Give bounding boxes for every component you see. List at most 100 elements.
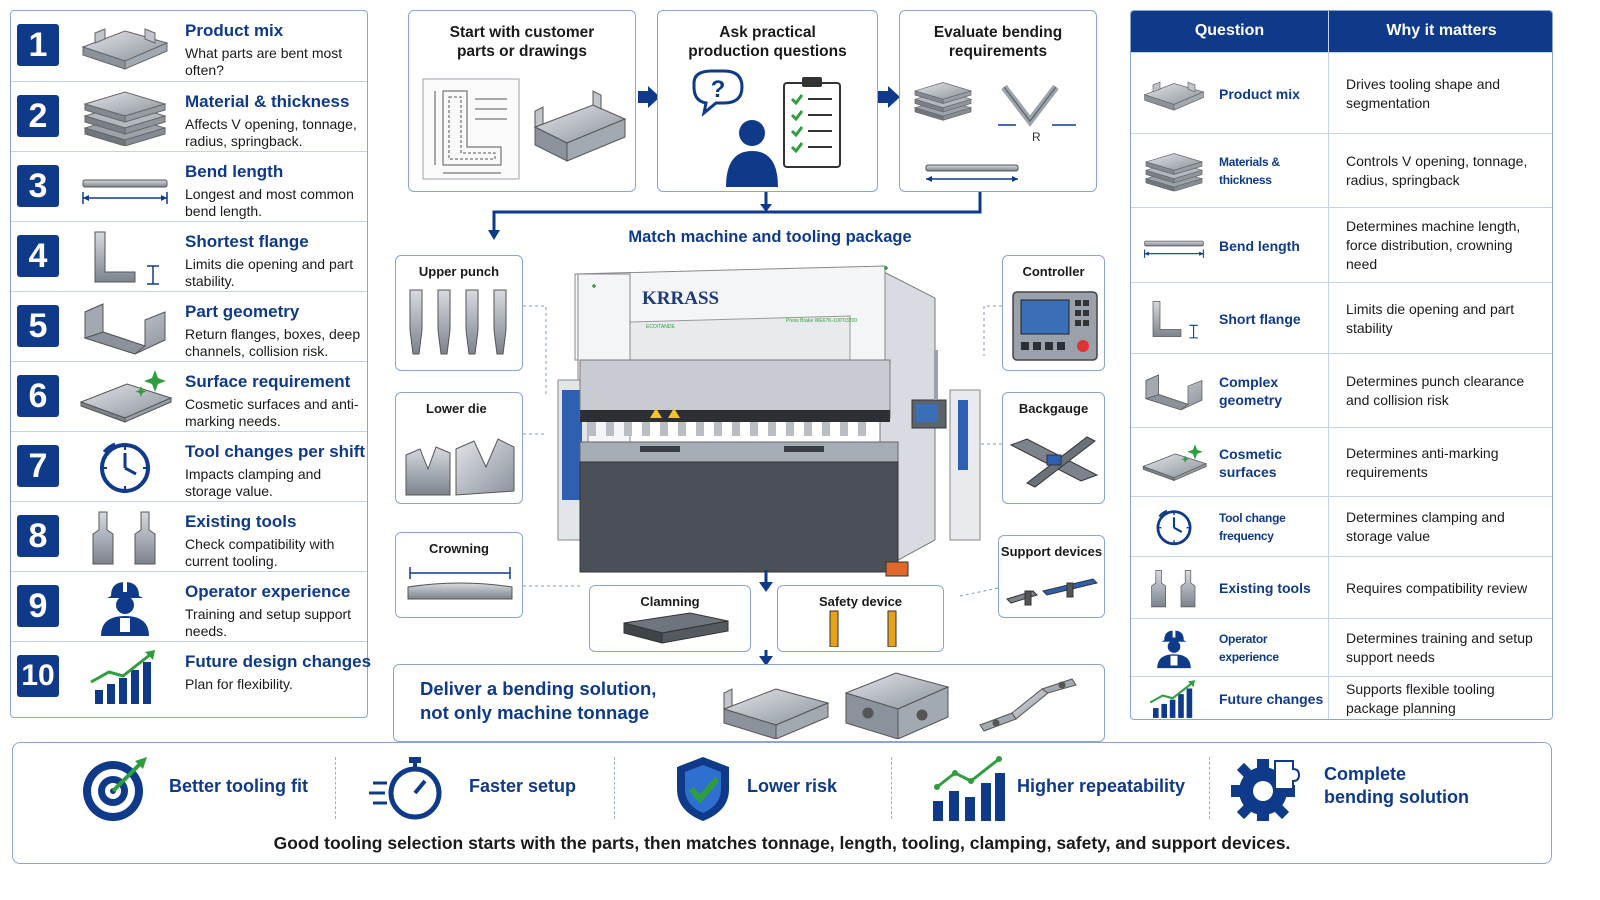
question-description: What parts are bent most often?	[185, 45, 343, 78]
question-description: Check compatibility with current tooling…	[185, 536, 335, 569]
table-row-why: Drives tooling shape and segmentation	[1346, 76, 1501, 111]
question-title: Surface requirement	[185, 372, 351, 391]
question-description: Cosmetic surfaces and anti-marking needs…	[185, 396, 359, 429]
table-row-question: Future changes	[1219, 691, 1324, 707]
clock-icon	[100, 442, 150, 493]
controller-icon	[1012, 291, 1098, 361]
table-row-question: Complex geometry	[1219, 374, 1283, 408]
table-row-question: Short flange	[1219, 311, 1301, 327]
flow-step-ask-questions: Ask practical production questions ?	[657, 10, 878, 192]
table-row-why: Controls V opening, tonnage, radius, spr…	[1346, 153, 1528, 188]
question-checklist-icon: ?	[692, 69, 841, 187]
target-icon	[83, 757, 147, 821]
question-number-badge: 3	[17, 165, 59, 207]
component-clamping: Clamning	[589, 585, 751, 652]
component-controller: Controller	[1002, 255, 1105, 371]
flow-arrow-icon	[878, 86, 900, 108]
bend-requirements-icon: R	[914, 82, 1076, 182]
question-title: Operator experience	[185, 582, 351, 601]
question-description: Longest and most common bend length.	[185, 186, 354, 219]
component-label: Lower die	[426, 401, 487, 416]
component-label: Backgauge	[1018, 401, 1089, 416]
question-title: Shortest flange	[185, 232, 309, 251]
component-label: Clamning	[640, 594, 700, 609]
match-package-title: Match machine and tooling package	[628, 228, 912, 246]
flow-step-customer-parts: Start with customer parts or drawings	[408, 10, 636, 192]
question-number-badge: 7	[17, 445, 59, 487]
lower-die-icon	[405, 438, 515, 496]
question-number-badge: 6	[17, 375, 59, 417]
question-number-badge: 9	[17, 585, 59, 627]
question-title: Existing tools	[185, 512, 297, 531]
safety-light-curtain-icon	[829, 610, 897, 647]
component-label: Crowning	[429, 541, 489, 556]
backgauge-icon	[1009, 436, 1099, 488]
question-number-badge: 4	[17, 235, 59, 277]
table-row-why: Determines punch clearance and collision…	[1346, 373, 1525, 408]
flow-arrow-icon	[638, 86, 660, 108]
component-label: Controller	[1022, 264, 1085, 279]
sparkle-plate-icon	[80, 369, 172, 423]
question-title: Future design changes	[185, 652, 372, 671]
table-row-question: Existing tools	[1219, 580, 1311, 596]
benefit-divider	[614, 757, 615, 819]
operator-icon	[1157, 630, 1191, 669]
component-label: Upper punch	[418, 264, 500, 279]
benefit-complete-line-1: Complete	[1324, 764, 1407, 784]
benefit-complete-solution: Complete bending solution	[1324, 763, 1469, 809]
part-profile-icon	[1144, 81, 1204, 111]
table-row-question: Cosmetic surfaces	[1219, 446, 1283, 480]
plate-stack-icon	[1145, 153, 1203, 192]
table-row-question: Bend length	[1219, 238, 1300, 254]
drawing-and-part-icon	[422, 78, 627, 180]
flow-step-title: Evaluate bending requirements	[933, 24, 1063, 60]
clock-icon	[1156, 509, 1192, 546]
table-row: Materials & thickness Controls V opening,…	[1131, 133, 1552, 207]
benefit-better-fit: Better tooling fit	[169, 776, 308, 796]
sparkle-plate-icon	[1142, 443, 1207, 481]
machine-model: Press Brake WE67K-100T/3200	[786, 318, 857, 324]
flow-step-evaluate: Evaluate bending requirements R	[899, 10, 1097, 192]
operator-icon	[101, 582, 149, 636]
table-row-why: Supports flexible tooling package planni…	[1346, 681, 1495, 716]
stopwatch-icon	[369, 757, 442, 820]
question-description: Plan for flexibility.	[185, 676, 293, 692]
machine-brand: KRRASS	[642, 288, 719, 309]
benefit-lower-risk: Lower risk	[747, 776, 838, 796]
question-description: Limits die opening and part stability.	[185, 256, 354, 289]
part-profile-icon	[82, 28, 168, 70]
deliver-line-2: not only machine tonnage	[420, 702, 650, 723]
question-title: Product mix	[185, 21, 284, 40]
benefits-banner: Better tooling fit Faster setup Lower ri…	[12, 742, 1552, 864]
support-arm-icon	[1006, 578, 1098, 606]
table-row-question: Materials & thickness	[1219, 155, 1280, 187]
benefit-complete-line-2: bending solution	[1324, 787, 1469, 807]
benefit-higher-repeatability: Higher repeatability	[1017, 776, 1186, 796]
component-support-devices: Support devices	[998, 535, 1105, 618]
benefit-divider	[335, 757, 336, 819]
growth-chart-icon	[89, 648, 157, 706]
question-description: Training and setup support needs.	[185, 606, 352, 639]
table-header: Question Why it matters	[1131, 11, 1552, 52]
flow-merge-connector	[488, 192, 982, 240]
question-number-badge: 10	[17, 655, 59, 697]
deliver-solution-box: Deliver a bending solution, not only mac…	[393, 664, 1105, 742]
table-row-why: Limits die opening and part stability	[1346, 301, 1515, 336]
machine-small-logo: ECO/TANDE	[646, 324, 675, 330]
channel-icon	[84, 303, 166, 355]
benefit-faster-setup: Faster setup	[469, 776, 577, 796]
table-col-why: Why it matters	[1386, 22, 1497, 39]
table-col-question: Question	[1194, 22, 1265, 39]
